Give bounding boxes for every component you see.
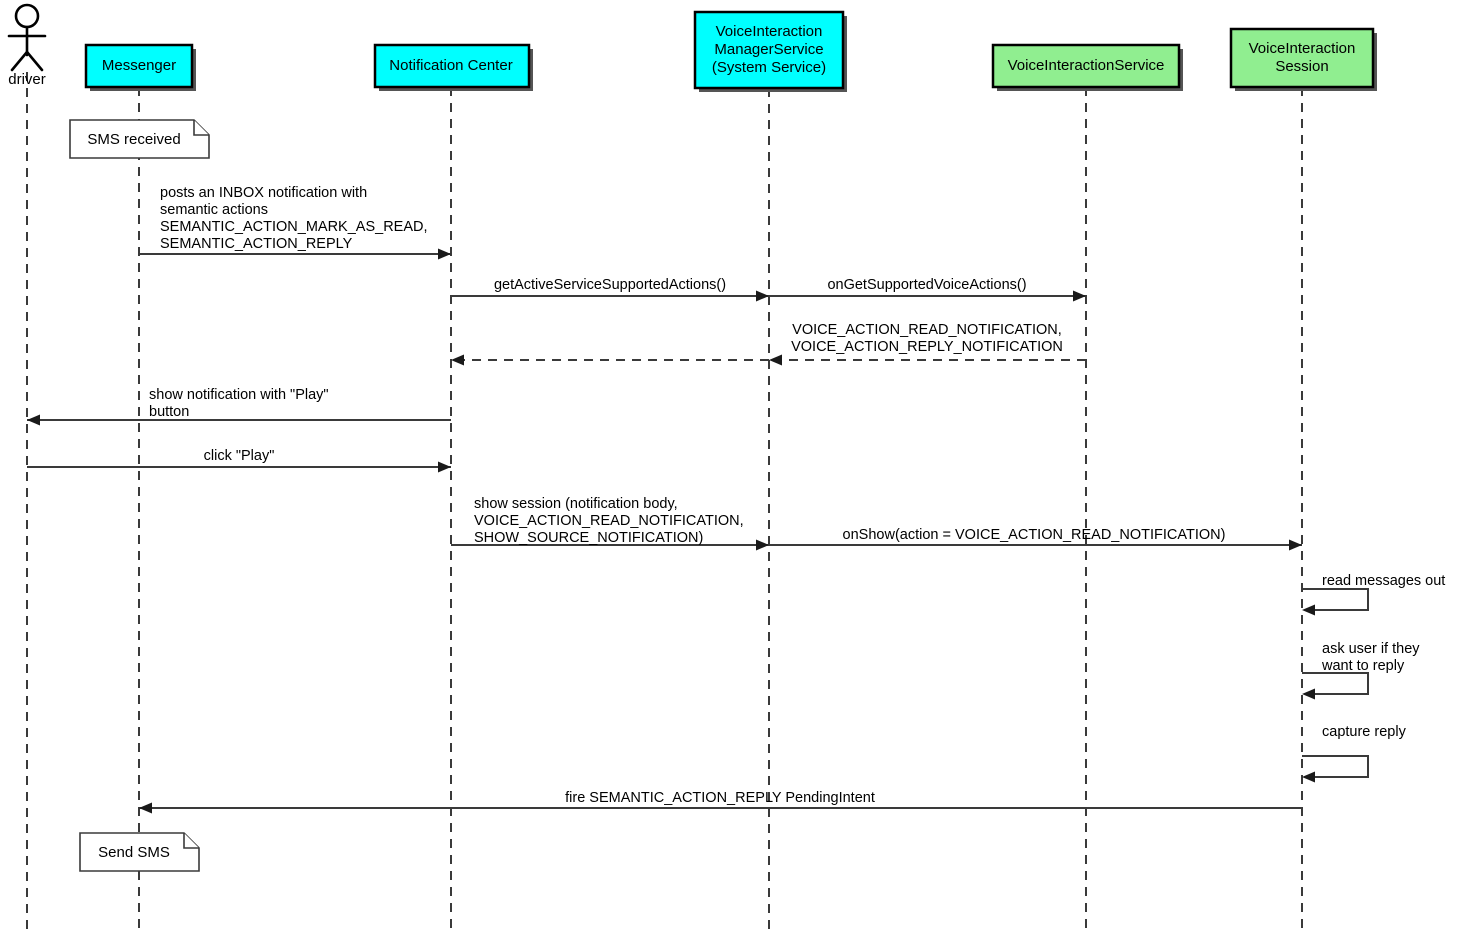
- message-label-line: posts an INBOX notification with: [160, 185, 367, 201]
- self-message-label-line: ask user if they: [1322, 641, 1420, 657]
- message-label-line: show notification with "Play": [149, 387, 329, 403]
- message-arrowhead: [438, 248, 451, 260]
- actor-leg-right: [25, 50, 44, 72]
- message-arrowhead: [139, 802, 152, 814]
- message-label-line: show session (notification body,: [474, 496, 678, 512]
- message-label-line: button: [149, 404, 189, 420]
- self-message-arrowhead: [1302, 604, 1315, 616]
- participant-label-line: Session: [1275, 58, 1328, 75]
- self-message-label-line: capture reply: [1322, 724, 1407, 740]
- participant-notification-center[interactable]: Notification Center: [373, 43, 533, 91]
- note-fold-corner: [183, 833, 199, 849]
- participants-layer: Messenger Notification Center VoiceInterac…: [84, 10, 1377, 92]
- participant-box[interactable]: [1229, 27, 1375, 89]
- message-msg-post-inbox-notification: posts an INBOX notification withsemantic…: [139, 185, 451, 260]
- message-arrowhead: [27, 414, 40, 426]
- participant-label-line: (System Service): [712, 59, 826, 76]
- self-message-self-capture-reply: capture reply: [1302, 724, 1407, 783]
- message-label-line: VOICE_ACTION_READ_NOTIFICATION,: [474, 513, 744, 529]
- messages-layer: posts an INBOX notification withsemantic…: [27, 185, 1302, 814]
- message-arrowhead: [451, 354, 464, 366]
- message-msg-show-session: show session (notification body,VOICE_AC…: [451, 496, 769, 551]
- message-msg-supported-voice-actions-return: VOICE_ACTION_READ_NOTIFICATION,VOICE_ACT…: [769, 322, 1086, 366]
- message-label-line: fire SEMANTIC_ACTION_REPLY PendingIntent: [565, 790, 875, 806]
- message-msg-on-show: onShow(action = VOICE_ACTION_READ_NOTIFI…: [769, 527, 1302, 551]
- message-arrowhead: [756, 539, 769, 551]
- message-arrowhead: [438, 461, 451, 473]
- participant-label-line: VoiceInteraction: [716, 23, 823, 40]
- note-note-send-sms: Send SMS: [79, 832, 200, 872]
- note-note-sms-received: SMS received: [69, 119, 210, 159]
- self-message-arrowhead: [1302, 771, 1315, 783]
- message-label-line: VOICE_ACTION_REPLY_NOTIFICATION: [791, 339, 1063, 355]
- note-label: Send SMS: [98, 844, 170, 861]
- message-label-line: SEMANTIC_ACTION_MARK_AS_READ,: [160, 219, 428, 235]
- actor-driver[interactable]: driver: [7, 3, 47, 88]
- message-msg-fire-reply-pending-intent: fire SEMANTIC_ACTION_REPLY PendingIntent: [139, 790, 1302, 814]
- self-message-self-read-messages-out: read messages out: [1302, 573, 1445, 616]
- self-message-label-line: want to reply: [1321, 658, 1405, 674]
- participant-label-line: VoiceInteractionService: [1008, 57, 1165, 74]
- actor-label: driver: [8, 71, 46, 88]
- participant-label-line: VoiceInteraction: [1249, 40, 1356, 57]
- lifelines-layer: [26, 72, 1303, 929]
- participant-voice-interaction-service[interactable]: VoiceInteractionService: [991, 43, 1183, 91]
- participant-box[interactable]: [991, 43, 1181, 89]
- message-label-line: click "Play": [204, 448, 275, 464]
- message-arrowhead: [769, 354, 782, 366]
- actor-leg-left: [10, 50, 29, 72]
- participant-box[interactable]: [373, 43, 531, 89]
- participant-box[interactable]: [693, 10, 845, 90]
- message-arrowhead: [756, 290, 769, 302]
- message-msg-get-active-service-supported-actions: getActiveServiceSupportedActions(): [451, 277, 769, 302]
- participant-label-line: Notification Center: [389, 57, 512, 74]
- message-msg-show-notification-play: show notification with "Play"button: [27, 387, 451, 426]
- self-message-path: [1302, 755, 1369, 778]
- note-label: SMS received: [87, 131, 180, 148]
- message-label-line: SEMANTIC_ACTION_REPLY: [160, 236, 353, 252]
- participant-messenger[interactable]: Messenger: [84, 43, 196, 91]
- message-label-line: getActiveServiceSupportedActions(): [494, 277, 726, 293]
- self-message-path: [1302, 588, 1369, 611]
- message-label-line: onGetSupportedVoiceActions(): [827, 277, 1026, 293]
- note-fold-corner: [193, 120, 209, 136]
- participant-box[interactable]: [84, 43, 194, 89]
- self-message-path: [1302, 672, 1369, 695]
- participant-label-line: ManagerService: [714, 41, 823, 58]
- self-message-label-line: read messages out: [1322, 573, 1445, 589]
- message-arrowhead: [1289, 539, 1302, 551]
- note-body: [69, 119, 210, 159]
- self-message-arrowhead: [1302, 688, 1315, 700]
- actors-layer: driver: [7, 3, 47, 88]
- message-label-line: onShow(action = VOICE_ACTION_READ_NOTIFI…: [843, 527, 1226, 543]
- message-label-line: SHOW_SOURCE_NOTIFICATION): [474, 530, 703, 546]
- message-msg-on-get-supported-voice-actions: onGetSupportedVoiceActions(): [769, 277, 1086, 302]
- message-arrowhead: [1073, 290, 1086, 302]
- note-body: [79, 832, 200, 872]
- message-label-line: VOICE_ACTION_READ_NOTIFICATION,: [792, 322, 1062, 338]
- message-msg-click-play: click "Play": [27, 448, 451, 473]
- actor-head-icon: [14, 3, 40, 29]
- message-label-line: semantic actions: [160, 202, 268, 218]
- message-msg-supported-voice-actions-forward: [451, 354, 769, 366]
- participant-label-line: Messenger: [102, 57, 176, 74]
